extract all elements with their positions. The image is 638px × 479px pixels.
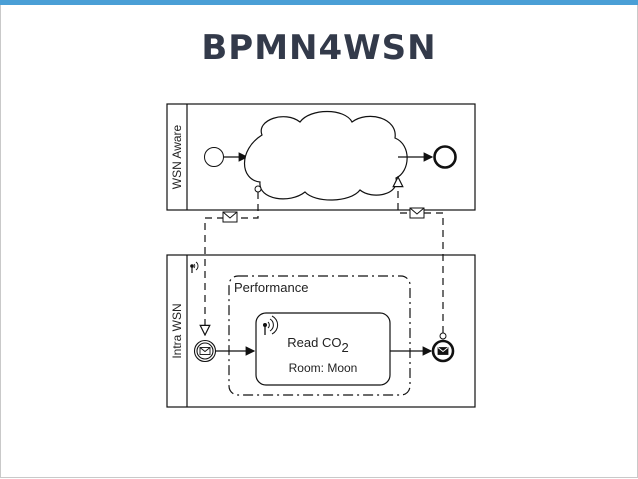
envelope-icon: [222, 211, 238, 223]
start-event: [204, 147, 224, 167]
sensor-antenna-icon: [190, 261, 199, 273]
task-name-subscript: 2: [341, 340, 348, 355]
slide-title: BPMN4WSN: [201, 28, 437, 68]
intermediate-message-catch-event: [193, 339, 217, 363]
envelope-icon: [409, 207, 425, 219]
subprocess-label: Performance: [234, 280, 308, 295]
pool-label-wsn-aware: WSN Aware: [170, 124, 184, 189]
cloud-shape: [244, 111, 408, 201]
sensor-antenna-icon: [263, 315, 279, 335]
message-flow-right: [398, 177, 447, 340]
end-event: [433, 145, 457, 169]
task-read-co2: Read CO2 Room: Moon: [255, 312, 391, 386]
message-flow-left: [205, 185, 262, 335]
end-message-event: [431, 339, 455, 363]
top-accent-bar: [0, 0, 638, 5]
pool-wsn-aware: WSN Aware: [166, 103, 476, 211]
pool-label-intra-wsn: Intra WSN: [170, 303, 184, 358]
task-room: Room: Moon: [289, 361, 358, 375]
task-name: Read CO2: [287, 335, 348, 355]
subprocess-performance: [228, 275, 411, 396]
pool-intra-wsn: Intra WSN: [166, 254, 476, 408]
